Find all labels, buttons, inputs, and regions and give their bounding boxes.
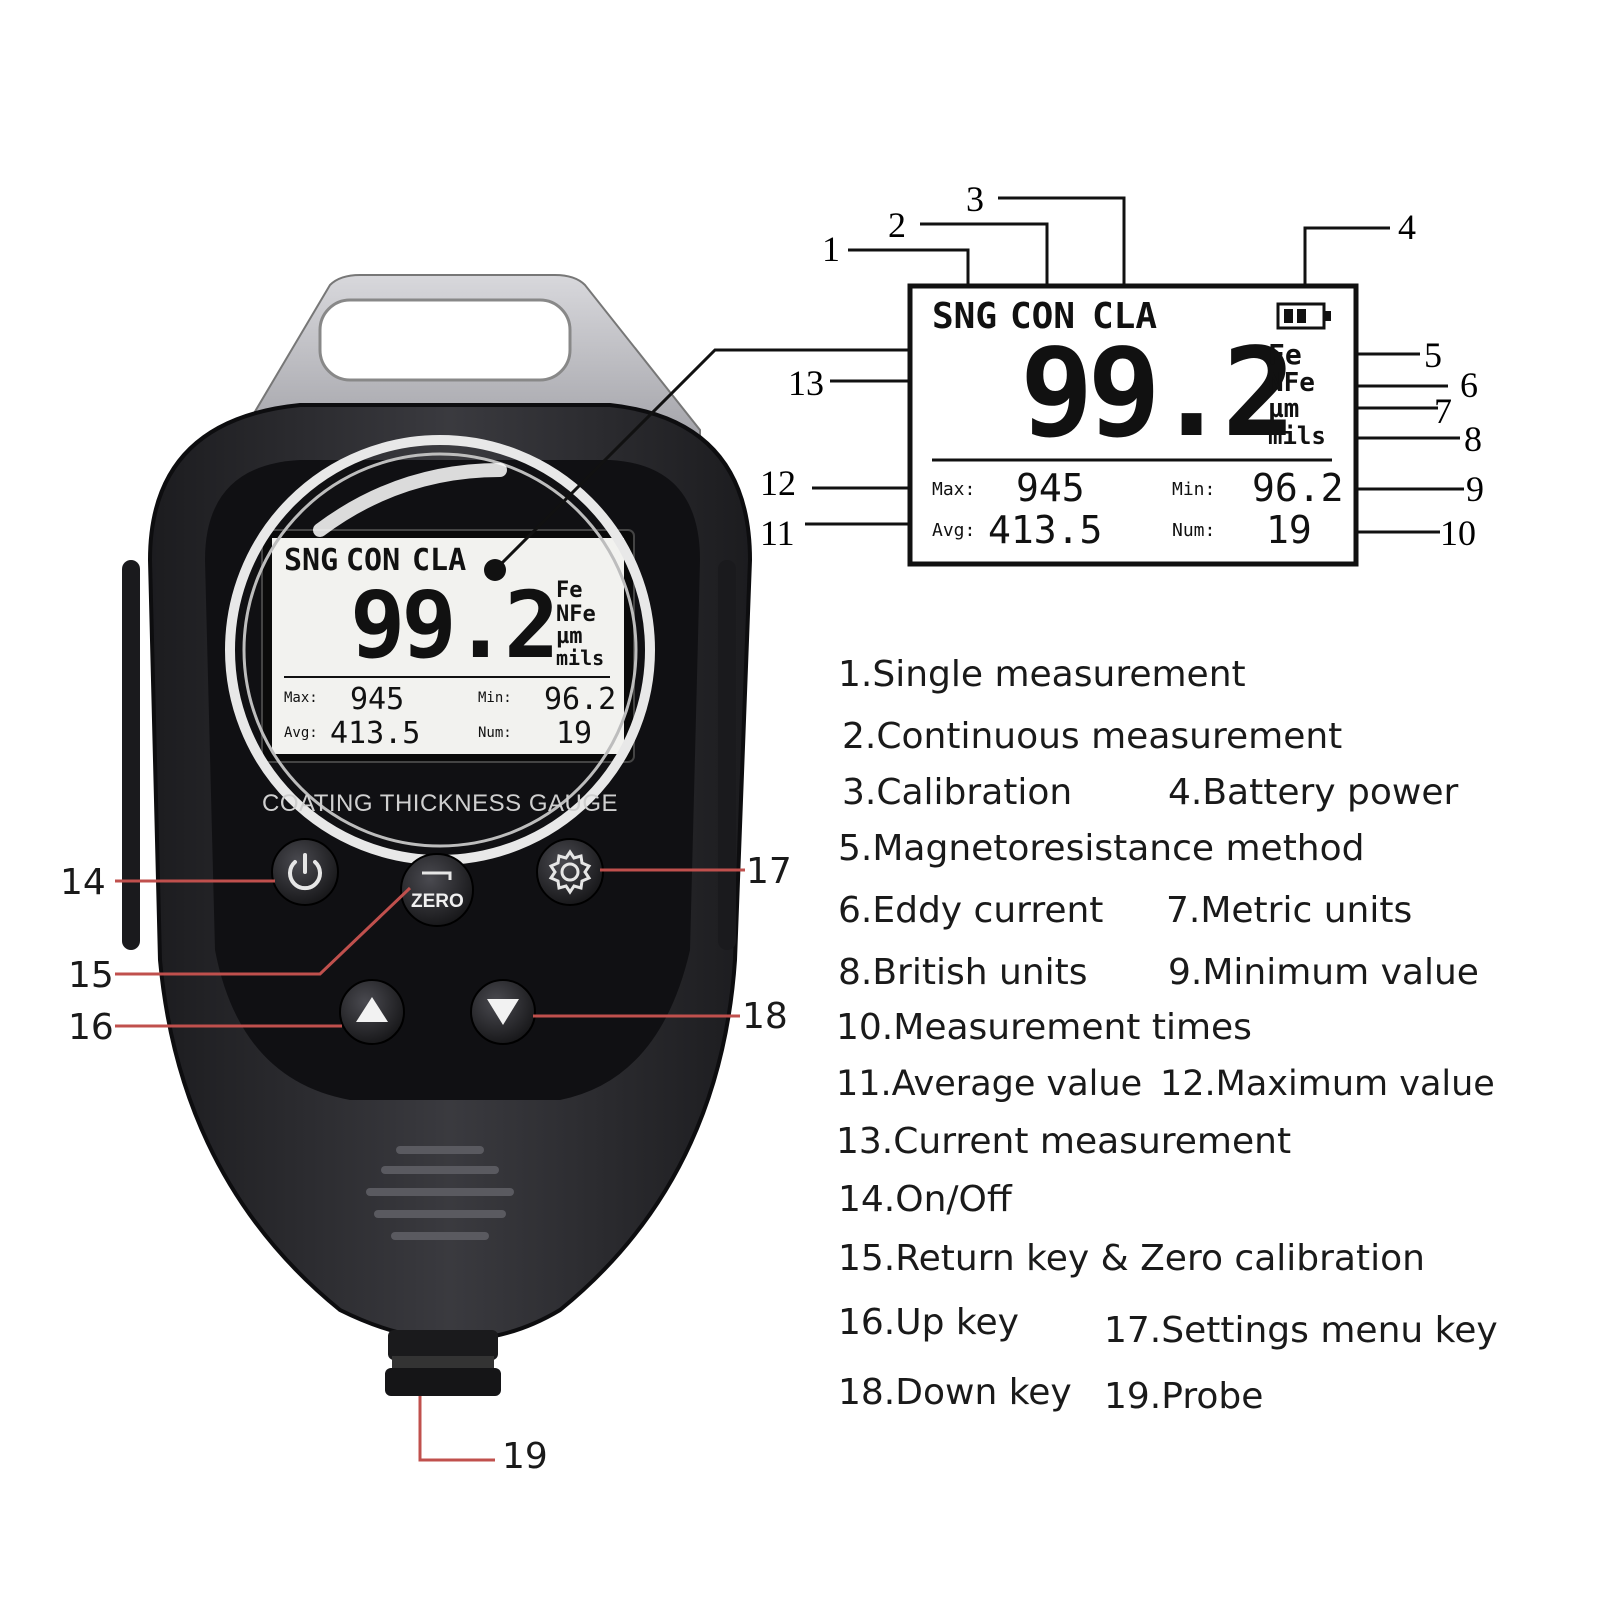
callout-11: 11 — [760, 513, 795, 553]
callout-17: 17 — [746, 851, 792, 892]
callout-15: 15 — [68, 955, 114, 996]
device-avg-value: 413.5 — [330, 716, 421, 751]
callout-3: 3 — [966, 179, 984, 219]
callout-2: 2 — [888, 205, 906, 245]
zero-button[interactable] — [400, 853, 474, 927]
gear-icon — [548, 849, 592, 895]
callout-16: 16 — [68, 1007, 114, 1048]
callout-14: 14 — [60, 862, 106, 903]
device-avg-label: Avg: — [284, 725, 318, 741]
down-button[interactable] — [470, 979, 536, 1045]
callout-12: 12 — [760, 463, 796, 503]
side-grip-left — [122, 560, 140, 950]
device-unit-nfe: NFe — [556, 602, 596, 627]
legend-item-11: 11.Average value — [836, 1064, 1143, 1104]
lcd-max-value: 945 — [1016, 466, 1085, 510]
probe — [385, 1330, 501, 1396]
legend-item-2: 2.Continuous measurement — [842, 716, 1343, 757]
zero-label: ZERO — [411, 891, 464, 912]
lcd-pointer-dot — [484, 559, 506, 581]
device-caption: COATING THICKNESS GAUGE — [262, 790, 618, 817]
lcd-mode-con: CON — [1010, 296, 1076, 337]
lcd-avg-value: 413.5 — [988, 508, 1103, 552]
callout-9: 9 — [1466, 469, 1484, 509]
lcd-unit-fe: Fe — [1268, 338, 1302, 371]
device-lcd-divider — [284, 676, 610, 678]
battery-icon — [1276, 302, 1331, 330]
legend-item-6: 6.Eddy current — [838, 890, 1104, 931]
legend-item-19: 19.Probe — [1104, 1376, 1264, 1417]
lcd-min-value: 96.2 — [1252, 466, 1344, 510]
legend-item-16: 16.Up key — [838, 1302, 1019, 1343]
settings-button[interactable] — [536, 838, 604, 906]
callout-19: 19 — [502, 1436, 548, 1477]
magnifier-ring-inner — [242, 452, 638, 848]
device-mode-cla: CLA — [412, 543, 467, 578]
down-arrow-icon — [487, 999, 519, 1025]
device-leaders — [115, 868, 745, 1462]
device-num-value: 19 — [556, 716, 593, 751]
power-button[interactable] — [271, 838, 339, 906]
callout-10: 10 — [1440, 513, 1476, 553]
legend-item-1: 1.Single measurement — [838, 654, 1246, 695]
device-reading: 99.2 — [350, 572, 560, 679]
legend-item-4: 4.Battery power — [1168, 772, 1459, 813]
legend-item-13: 13.Current measurement — [836, 1121, 1292, 1162]
lcd-avg-label: Avg: — [932, 520, 976, 541]
device-num-label: Num: — [478, 725, 512, 741]
device-mode-con: CON — [346, 543, 401, 578]
legend-item-8: 8.British units — [838, 952, 1088, 993]
side-grip-right — [718, 560, 736, 950]
device-max-value: 945 — [350, 682, 405, 717]
device-min-value: 96.2 — [544, 682, 617, 717]
power-icon — [288, 860, 322, 891]
device-min-label: Min: — [478, 690, 512, 706]
up-arrow-icon — [356, 997, 388, 1022]
legend-item-12: 12.Maximum value — [1160, 1064, 1495, 1104]
callout-18: 18 — [742, 996, 788, 1037]
callout-6: 6 — [1460, 365, 1478, 405]
device-unit-fe: Fe — [556, 578, 583, 603]
legend-item-14: 14.On/Off — [838, 1179, 1012, 1220]
device-unit-um: µm — [556, 624, 583, 649]
lcd-unit-um: µm — [1268, 394, 1300, 424]
callout-4: 4 — [1398, 207, 1416, 247]
clip-slot — [318, 298, 572, 382]
lcd-num-label: Num: — [1172, 520, 1216, 541]
lcd-leaders — [493, 196, 1464, 572]
lcd-max-label: Max: — [932, 479, 976, 500]
up-button[interactable] — [339, 979, 405, 1045]
device-mode-sng: SNG — [284, 543, 339, 578]
legend-item-18: 18.Down key — [838, 1372, 1072, 1413]
legend-item-5: 5.Magnetoresistance method — [838, 828, 1365, 869]
gauge-device — [122, 274, 753, 1396]
callout-1: 1 — [822, 229, 840, 269]
device-unit-mils: mils — [556, 646, 605, 670]
callout-7: 7 — [1434, 391, 1452, 431]
callout-5: 5 — [1424, 335, 1442, 375]
speaker-grille — [366, 1146, 514, 1240]
lcd-num-value: 19 — [1266, 508, 1312, 552]
legend-item-10: 10.Measurement times — [836, 1007, 1252, 1048]
magnifier-glare — [313, 463, 507, 537]
legend-item-17: 17.Settings menu key — [1104, 1310, 1498, 1351]
device-max-label: Max: — [284, 690, 318, 706]
return-icon — [422, 871, 452, 880]
callout-8: 8 — [1464, 419, 1482, 459]
legend-item-7: 7.Metric units — [1166, 890, 1413, 931]
lcd-min-label: Min: — [1172, 479, 1216, 500]
legend-item-3: 3.Calibration — [842, 772, 1073, 813]
callout-13: 13 — [788, 363, 824, 403]
lcd-mode-cla: CLA — [1092, 296, 1158, 337]
lcd-unit-nfe: NFe — [1268, 368, 1315, 398]
legend-item-9: 9.Minimum value — [1168, 952, 1479, 993]
lcd-reading: 99.2 — [1020, 322, 1296, 464]
lcd-mode-sng: SNG — [932, 296, 998, 337]
lcd-unit-mils: mils — [1268, 422, 1326, 450]
legend-item-15: 15.Return key & Zero calibration — [838, 1238, 1425, 1279]
device-lcd — [272, 538, 624, 754]
lcd-diagram-frame — [907, 283, 1359, 567]
